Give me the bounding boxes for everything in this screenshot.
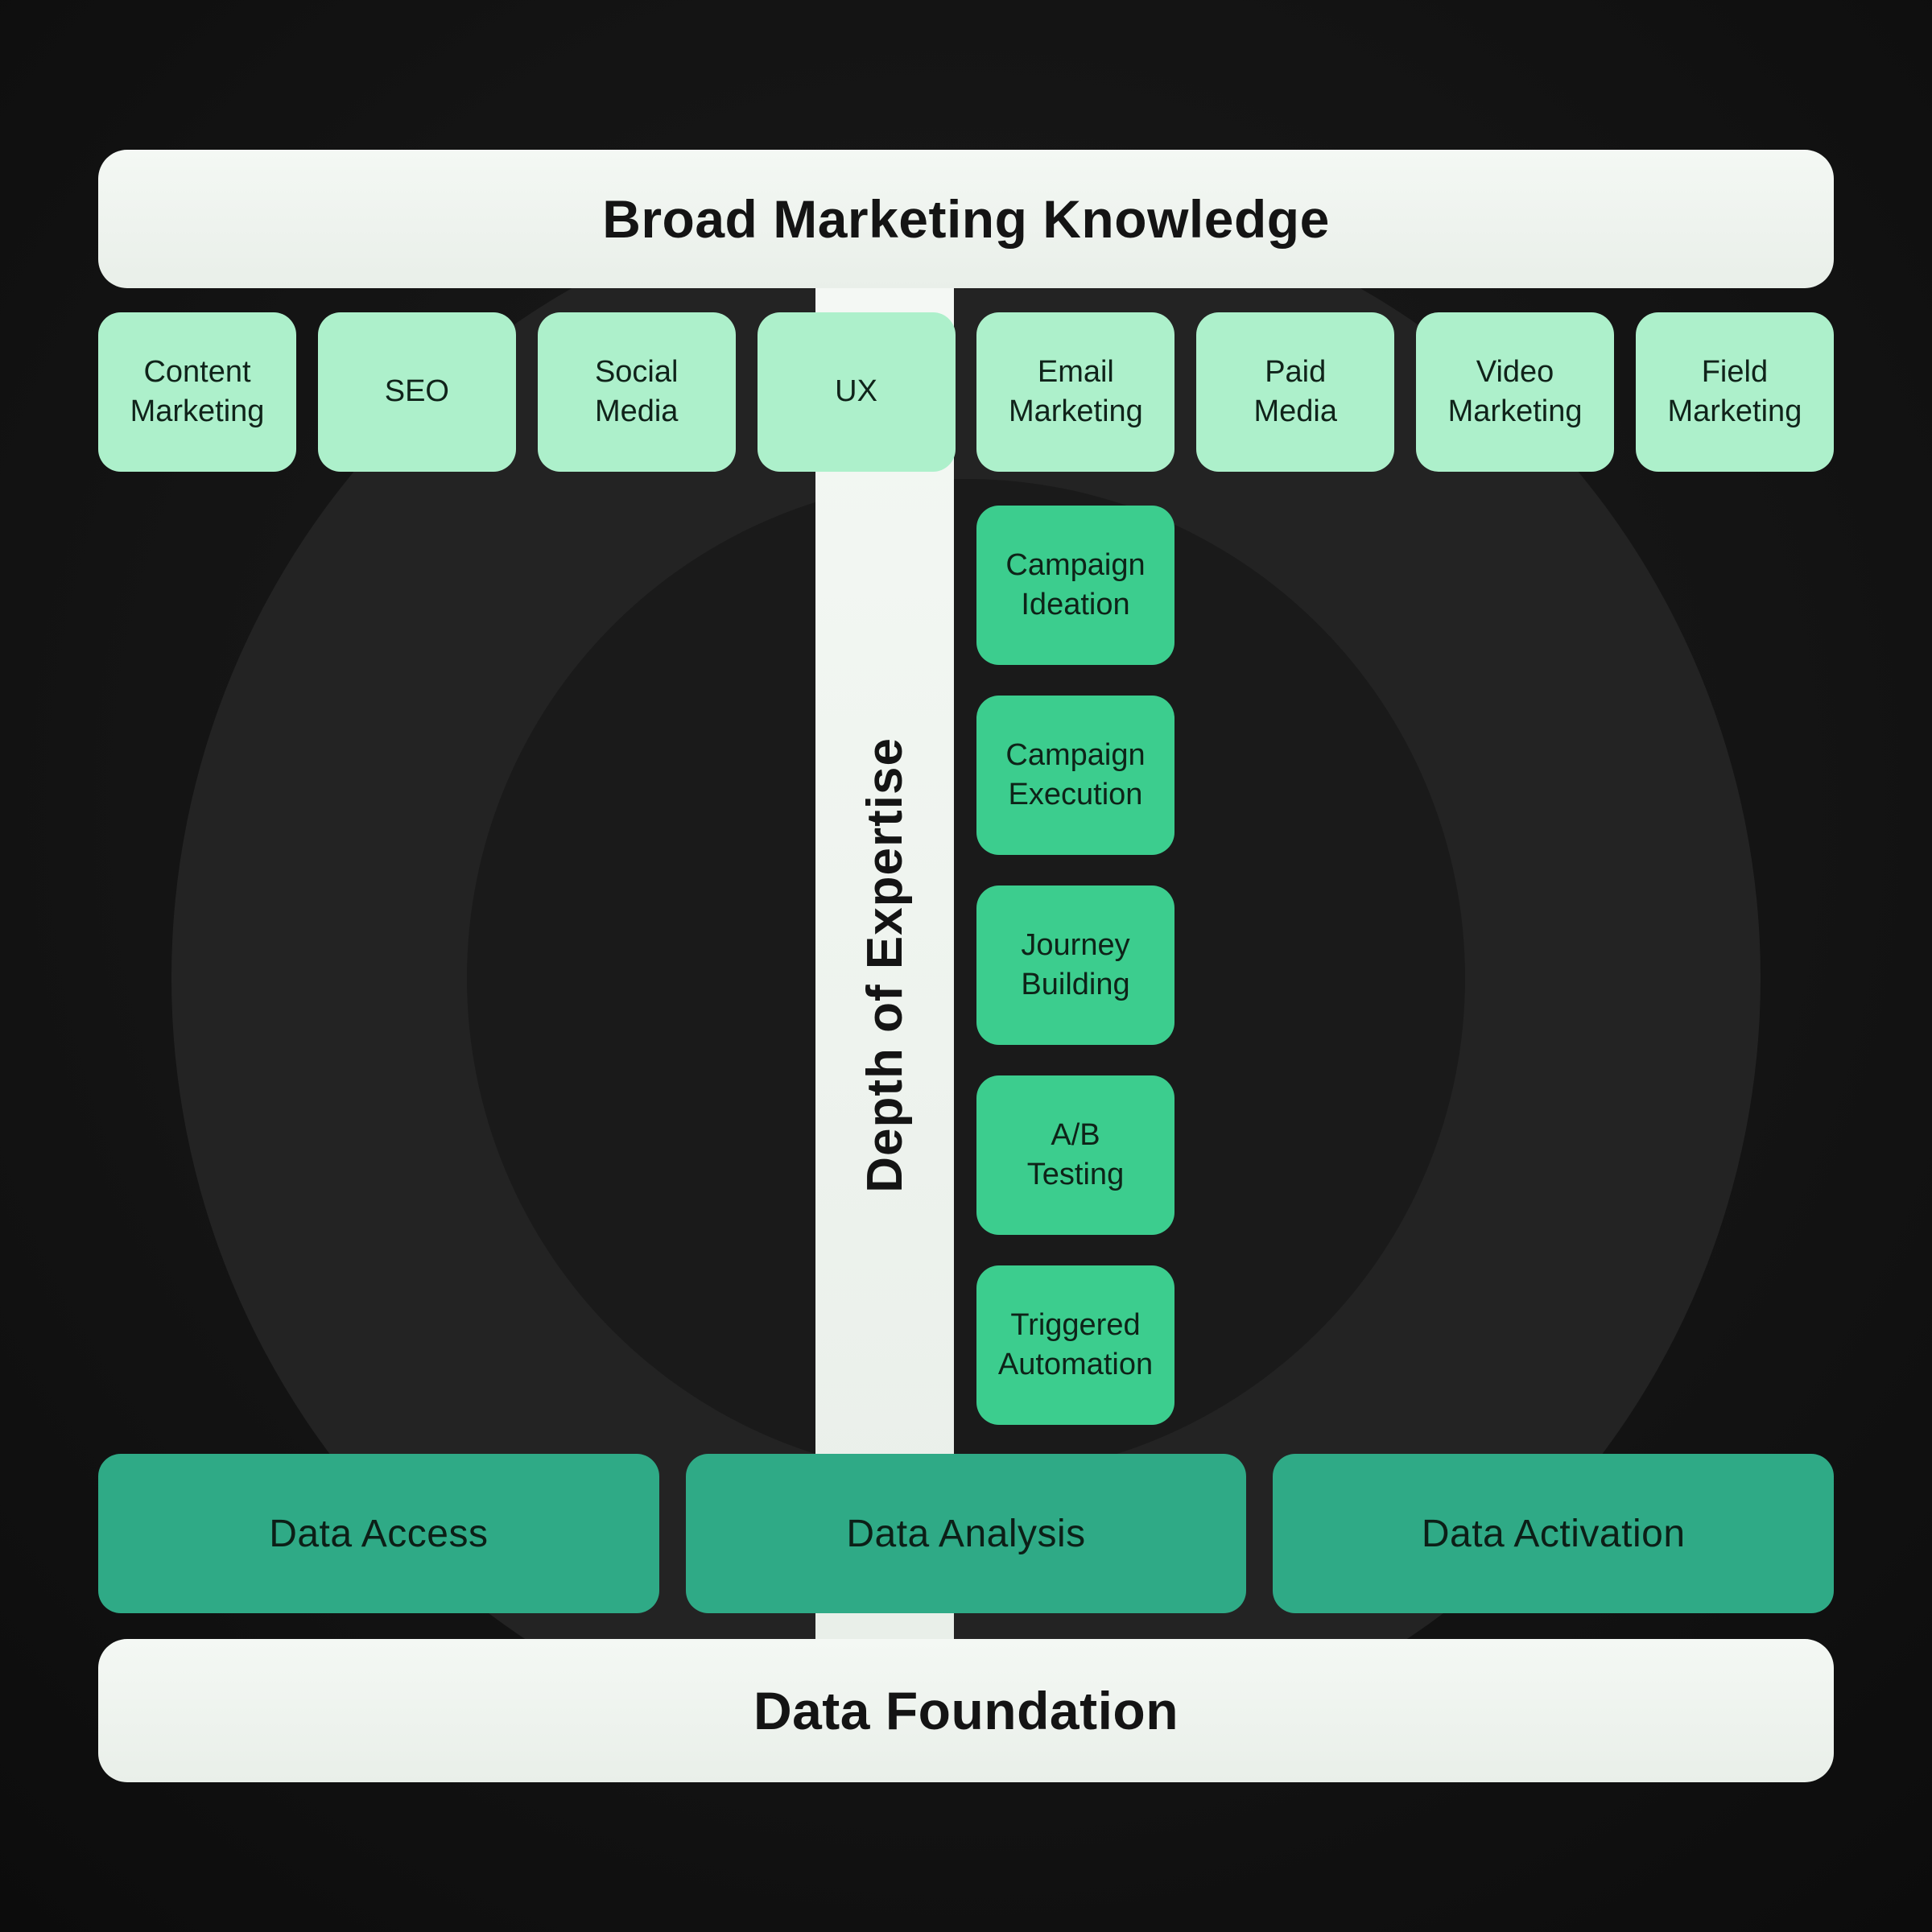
breadth-item-paid-media: Paid Media	[1196, 312, 1395, 472]
depth-item-journey-building: Journey Building	[976, 886, 1174, 1045]
breadth-item-label: Social Media	[594, 354, 679, 428]
breadth-item-label: Content Marketing	[130, 354, 265, 428]
data-analysis-bar: Data Analysis	[685, 1454, 1247, 1613]
data-activation-label: Data Activation	[1421, 1512, 1686, 1555]
breadth-item-content-marketing: Content Marketing	[98, 312, 296, 472]
breadth-item-label: Video Marketing	[1447, 354, 1583, 428]
breadth-item-label: Email Marketing	[1008, 354, 1143, 428]
breadth-item-video-marketing: Video Marketing	[1416, 312, 1615, 472]
data-access-label: Data Access	[269, 1512, 489, 1555]
background-circle	[467, 479, 1465, 1477]
breadth-item-label: UX	[835, 374, 877, 409]
depth-of-expertise-label: Depth of Expertise	[857, 737, 913, 1193]
depth-item-ab-testing: A/B Testing	[976, 1075, 1174, 1235]
depth-column: Campaign Ideation Campaign Execution Jou…	[976, 506, 1174, 1425]
depth-item-label: Campaign Ideation	[1005, 547, 1146, 621]
depth-item-label: A/B Testing	[1026, 1117, 1125, 1191]
data-analysis-label: Data Analysis	[846, 1512, 1086, 1555]
depth-of-expertise-bar: Depth of Expertise	[815, 288, 954, 1642]
data-activation-bar: Data Activation	[1273, 1454, 1835, 1613]
depth-item-label: Triggered Automation	[997, 1307, 1154, 1381]
breadth-item-social-media: Social Media	[537, 312, 736, 472]
broad-marketing-knowledge-label: Broad Marketing Knowledge	[602, 189, 1330, 249]
depth-item-triggered-automation: Triggered Automation	[976, 1265, 1174, 1425]
breadth-item-field-marketing: Field Marketing	[1635, 312, 1834, 472]
breadth-item-label: SEO	[384, 374, 449, 409]
breadth-item-ux: UX	[757, 312, 956, 472]
depth-item-label: Campaign Execution	[1005, 737, 1146, 811]
breadth-item-seo: SEO	[317, 312, 516, 472]
broad-marketing-knowledge-bar: Broad Marketing Knowledge	[98, 150, 1834, 288]
data-layer-row: Data Access Data Analysis Data Activatio…	[98, 1454, 1835, 1613]
breadth-item-label: Paid Media	[1253, 354, 1337, 428]
depth-item-campaign-ideation: Campaign Ideation	[976, 506, 1174, 665]
depth-item-label: Journey Building	[1021, 927, 1130, 1001]
data-access-bar: Data Access	[98, 1454, 659, 1613]
breadth-item-label: Field Marketing	[1667, 354, 1802, 428]
breadth-row: Content Marketing SEO Social Media UX Em…	[98, 312, 1834, 472]
depth-item-campaign-execution: Campaign Execution	[976, 696, 1174, 855]
data-foundation-bar: Data Foundation	[98, 1639, 1834, 1782]
data-foundation-label: Data Foundation	[753, 1681, 1179, 1740]
breadth-item-email-marketing: Email Marketing	[976, 312, 1175, 472]
